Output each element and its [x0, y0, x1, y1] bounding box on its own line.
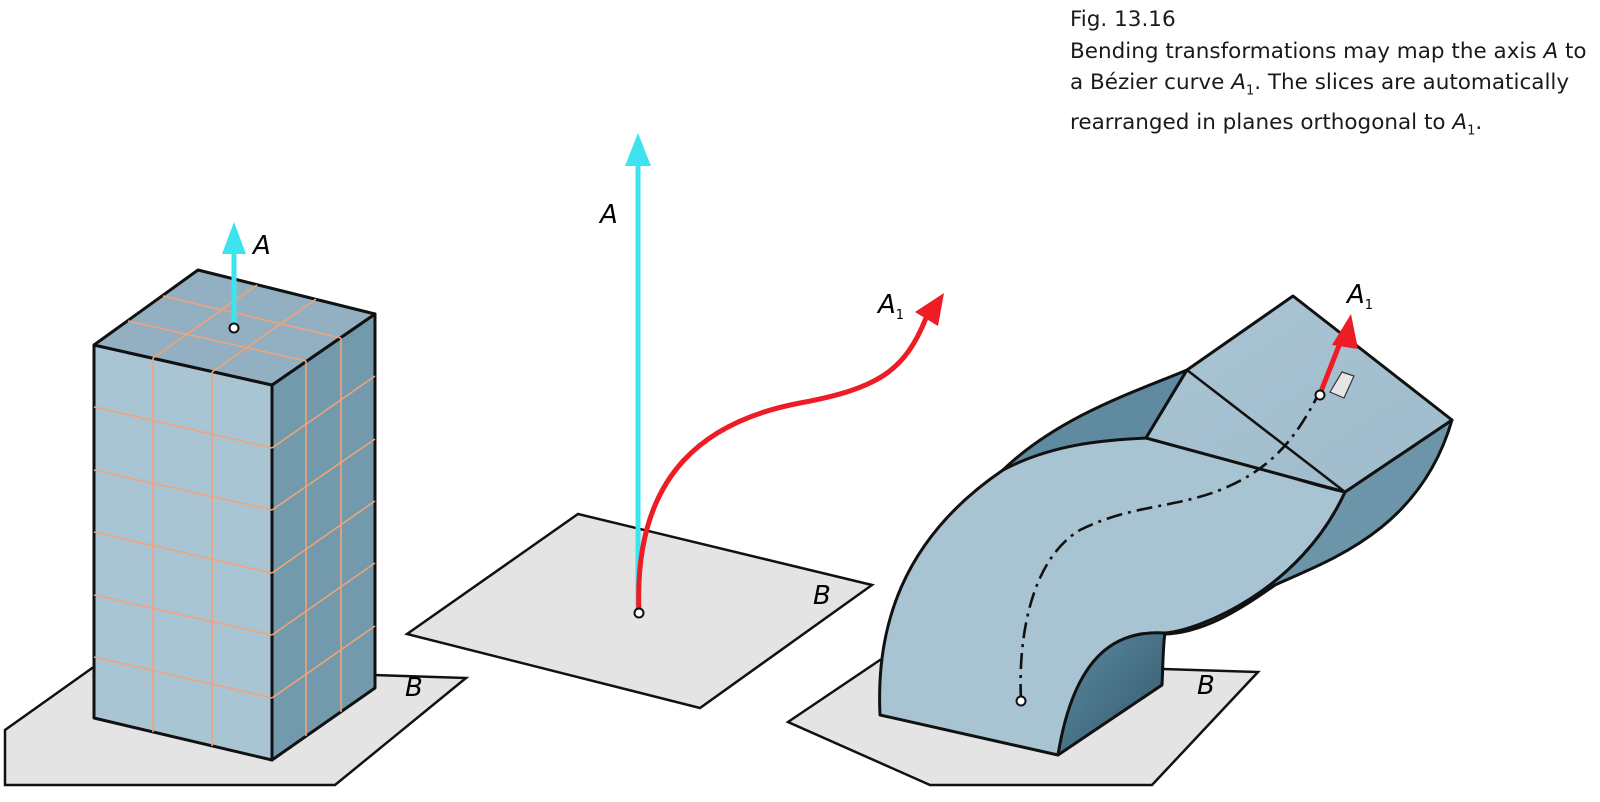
box-slice-grid — [93, 284, 376, 746]
label-bent-curve: A1 — [1345, 280, 1373, 313]
caption-text: Bending transformations may map the axis… — [1070, 38, 1587, 139]
label-mid-plane: B — [813, 581, 831, 611]
slice-marker — [1329, 371, 1355, 399]
figure-caption: Fig. 13.16 Bending transformations may m… — [1070, 4, 1590, 147]
axis-origin-left — [228, 322, 240, 334]
axis-origin-middle — [633, 607, 645, 619]
bent-solid-group — [785, 294, 1454, 787]
undeformed-box-group — [3, 222, 470, 787]
label-box-axis: A — [251, 231, 271, 261]
bent-axis-origin — [1015, 695, 1027, 707]
axis-arrowhead-left — [222, 222, 246, 254]
label-bent-plane: B — [1197, 671, 1215, 701]
axis-curve-group — [404, 133, 944, 710]
label-mid-curve: A1 — [876, 290, 904, 323]
figure-number: Fig. 13.16 — [1070, 7, 1176, 32]
curve-arrowhead-middle — [915, 293, 944, 326]
bent-curve-shaft — [1317, 335, 1345, 397]
bent-solid-top-face — [1144, 294, 1454, 494]
label-box-plane: B — [405, 673, 423, 703]
bezier-curve-middle — [636, 315, 929, 615]
axis-arrowhead-middle — [625, 133, 651, 166]
bent-curve-arrowhead — [1332, 314, 1358, 349]
bent-axis-end-point — [1314, 389, 1326, 401]
bent-axis-dashdot — [1019, 394, 1320, 701]
label-mid-axis: A — [598, 200, 618, 230]
bent-solid-crease — [1186, 369, 1346, 493]
